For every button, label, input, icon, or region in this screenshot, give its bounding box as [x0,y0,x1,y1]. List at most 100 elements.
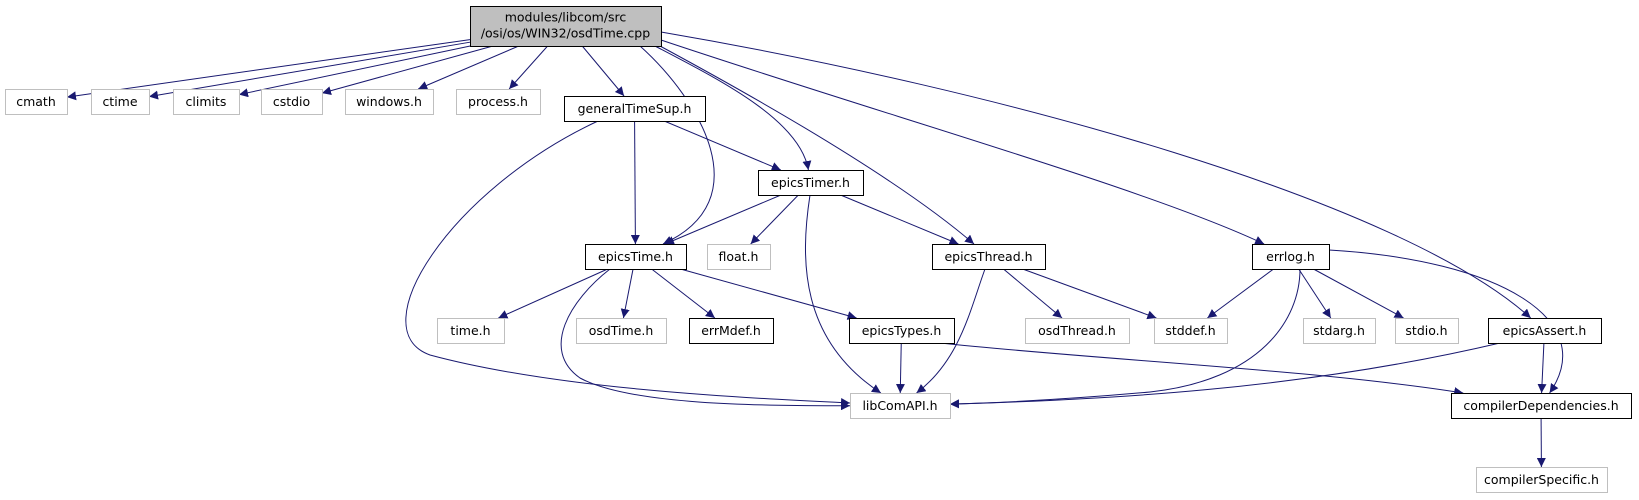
node-label: epicsThread.h [944,249,1032,264]
node-box [585,244,687,270]
node-errMdef-h[interactable]: errMdef.h [689,318,774,344]
edge-errlog-h-to-compilerDependencies-h [1328,249,1563,394]
edge-epicsTime-h-to-libComAPI-h [560,268,851,411]
node-cstdio: cstdio [261,89,323,115]
edge-root-to-process-h [508,45,548,90]
edge-epicsAssert-h-to-libComAPI-h [949,342,1501,409]
node-box [576,318,667,344]
edge-layer [66,31,1563,468]
root-file-node[interactable]: modules/libcom/src/osi/os/WIN32/osdTime.… [470,6,662,47]
edge-generalTimeSup-h-to-epicsTime-h [630,120,640,245]
node-osdThread-h: osdThread.h [1025,318,1130,344]
edge-root-to-epicsAssert-h [660,31,1532,319]
node-box [1154,318,1228,344]
root-label-line: /osi/os/WIN32/osdTime.cpp [481,26,650,41]
node-label: epicsAssert.h [1503,323,1587,338]
edge-epicsTime-h-to-epicsTypes-h [680,268,857,320]
node-errlog-h[interactable]: errlog.h [1252,244,1330,270]
edge-epicsTimer-h-to-epicsTime-h [664,194,782,245]
node-compilerDependencies-h[interactable]: compilerDependencies.h [1451,393,1632,419]
edge-epicsThread-h-to-libComAPI-h [916,268,986,394]
node-box [707,244,771,270]
node-label: climits [186,94,227,109]
node-label: libComAPI.h [862,398,937,413]
node-stdio-h: stdio.h [1395,318,1459,344]
node-stdarg-h: stdarg.h [1303,318,1376,344]
node-box [5,89,68,115]
node-osdTime-h: osdTime.h [576,318,667,344]
node-label: time.h [450,323,490,338]
node-box [1451,393,1632,419]
node-label: windows.h [356,94,422,109]
node-label: compilerDependencies.h [1463,398,1618,413]
node-label: cmath [16,94,56,109]
node-label: process.h [468,94,528,109]
node-label: epicsTypes.h [862,323,942,338]
node-box [1476,467,1608,493]
node-label: cstdio [273,94,310,109]
node-box [261,89,323,115]
edge-root-to-errlog-h [660,39,1265,245]
node-box [1252,244,1330,270]
node-time-h: time.h [437,318,505,344]
node-label: osdThread.h [1038,323,1116,338]
node-box [850,393,951,419]
node-epicsTimer-h[interactable]: epicsTimer.h [758,170,864,196]
edge-root-to-epicsThread-h [659,45,975,245]
edge-root-to-ctime [148,41,471,100]
edge-root-to-generalTimeSup-h [581,45,625,97]
node-label: errMdef.h [701,323,761,338]
node-epicsThread-h[interactable]: epicsThread.h [932,244,1046,270]
node-box [470,6,662,47]
node-box [932,244,1046,270]
node-box [849,318,955,344]
node-compilerSpecific-h: compilerSpecific.h [1476,467,1608,493]
edge-root-to-cmath [66,39,471,101]
node-label: epicsTime.h [598,249,673,264]
edge-epicsTimer-h-to-libComAPI-h [804,194,882,394]
edge-epicsThread-h-to-osdThread-h [1003,268,1063,319]
edge-epicsTypes-h-to-compilerDependencies-h [939,342,1464,397]
node-box [1488,318,1602,344]
edge-epicsTime-h-to-osdTime-h [620,268,634,319]
node-label: generalTimeSup.h [578,101,692,116]
node-box [564,96,706,122]
edge-root-to-epicsTimer-h [654,45,812,171]
edge-epicsTime-h-to-time-h [498,268,608,319]
node-ctime: ctime [91,89,150,115]
edge-root-to-climits [238,45,471,98]
node-label: compilerSpecific.h [1484,472,1599,487]
edge-epicsTypes-h-to-libComAPI-h [895,342,905,394]
node-epicsAssert-h[interactable]: epicsAssert.h [1488,318,1602,344]
edge-epicsAssert-h-to-compilerDependencies-h [1537,342,1547,394]
node-box [758,170,864,196]
node-layer: modules/libcom/src/osi/os/WIN32/osdTime.… [5,6,1632,493]
node-box [1395,318,1459,344]
edge-epicsTimer-h-to-epicsThread-h [840,194,959,245]
node-label: stddef.h [1165,323,1215,338]
node-epicsTypes-h[interactable]: epicsTypes.h [849,318,955,344]
node-cmath: cmath [5,89,68,115]
node-label: ctime [102,94,137,109]
node-box [456,89,541,115]
edge-epicsTime-h-to-errMdef-h [651,268,716,319]
node-label: stdio.h [1405,323,1447,338]
edge-generalTimeSup-h-to-libComAPI-h [405,120,851,408]
node-box [437,318,505,344]
node-label: osdTime.h [589,323,654,338]
node-label: epicsTimer.h [771,175,850,190]
edge-root-to-windows-h [418,45,519,90]
node-box [91,89,150,115]
edge-errlog-h-to-stdio-h [1313,268,1404,319]
node-box [1025,318,1130,344]
node-epicsTime-h[interactable]: epicsTime.h [585,244,687,270]
node-box [1303,318,1376,344]
node-process-h: process.h [456,89,541,115]
edge-generalTimeSup-h-to-epicsTimer-h [664,120,781,171]
node-generalTimeSup-h[interactable]: generalTimeSup.h [564,96,706,122]
node-box [345,89,434,115]
root-label-line: modules/libcom/src [505,10,627,25]
node-float-h: float.h [707,244,771,270]
edge-epicsThread-h-to-stddef-h [1022,268,1157,320]
